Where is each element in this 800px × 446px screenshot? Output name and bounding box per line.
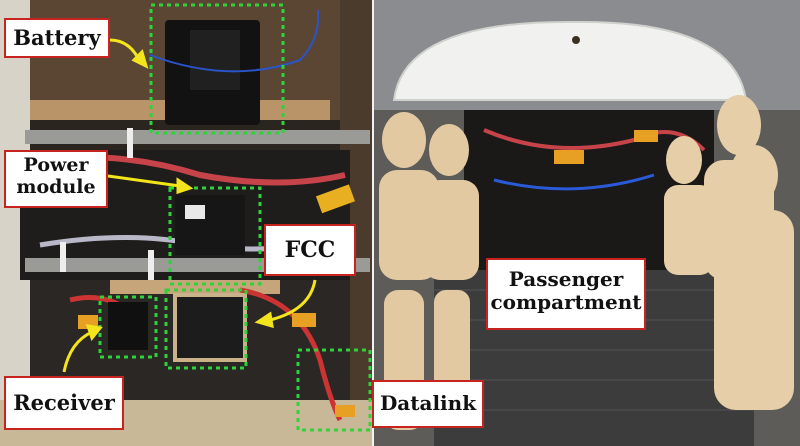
avionics-bay-photo: Battery Power module FCC Receiver <box>0 0 372 446</box>
passenger-compartment-photo: Passenger compartment <box>374 0 800 446</box>
passenger-compartment-label-line1: Passenger <box>508 267 624 291</box>
battery-arrow-head <box>131 49 149 69</box>
fcc-label: FCC <box>264 224 356 276</box>
power-module-arrow <box>107 174 181 188</box>
power-module-arrow-head <box>176 177 194 195</box>
passenger-compartment-illustration <box>374 0 800 446</box>
avionics-bay-illustration <box>0 0 372 446</box>
fcc-arrow-head <box>254 311 274 329</box>
receiver-arrow-head <box>85 324 103 342</box>
datalink-label: Datalink <box>372 380 484 428</box>
receiver-arrow <box>62 330 93 373</box>
battery-label-text: Battery <box>13 25 101 50</box>
fcc-arrow <box>269 279 317 322</box>
power-module-label-line1: Power <box>23 154 89 176</box>
datalink-highlight <box>296 348 372 432</box>
power-module-label: Power module <box>4 150 108 208</box>
receiver-label: Receiver <box>4 376 124 430</box>
battery-label: Battery <box>4 18 110 58</box>
datalink-label-text: Datalink <box>379 391 477 415</box>
fcc-highlight <box>164 288 248 370</box>
power-module-label-line2: module <box>16 175 96 198</box>
receiver-label-text: Receiver <box>13 390 115 415</box>
panel-divider <box>372 0 374 446</box>
power-module-highlight <box>168 186 262 286</box>
battery-highlight <box>149 3 285 135</box>
fcc-label-text: FCC <box>284 237 336 263</box>
passenger-compartment-label: Passenger compartment <box>486 258 646 330</box>
passenger-compartment-label-line2: compartment <box>490 290 642 314</box>
